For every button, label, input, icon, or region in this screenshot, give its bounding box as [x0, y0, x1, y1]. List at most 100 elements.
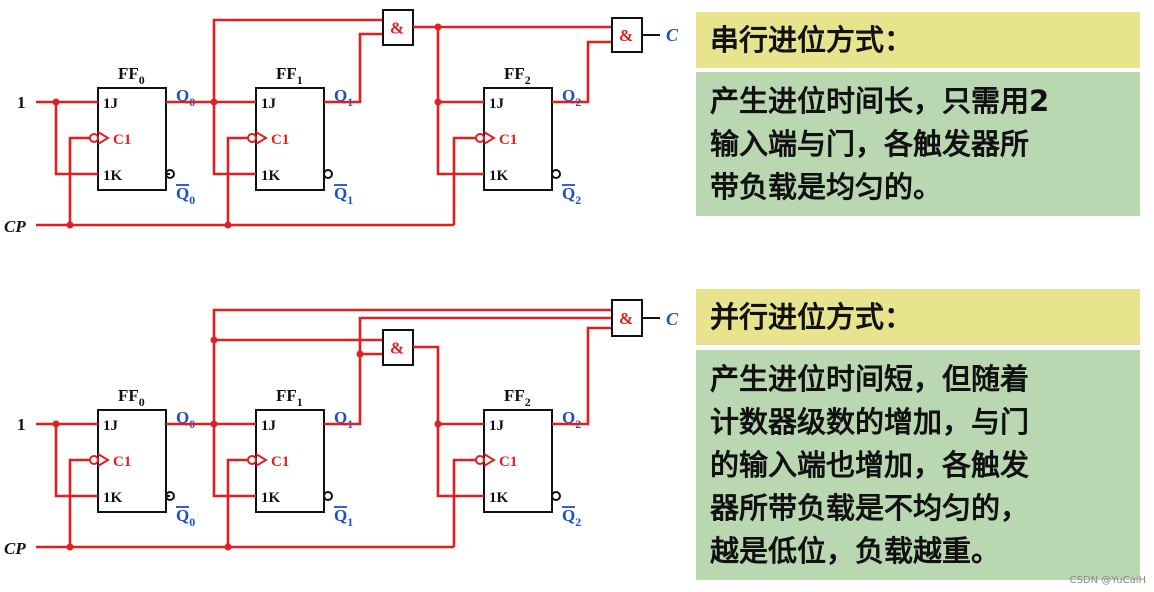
clock-input-label: CP: [4, 217, 26, 236]
qbar-bubble-ff1: [323, 169, 333, 179]
q-label-ff0: Q0: [176, 86, 195, 109]
wire-clock-ff0: [68, 136, 90, 225]
clock-bubble-ff2: [475, 455, 485, 465]
parallel-title: 并行进位方式：: [696, 289, 1140, 345]
pin-c-ff1: C1: [271, 454, 289, 470]
serial-line-3: 带负载是均匀的。: [710, 170, 943, 204]
qbar-label-ff2: Q2: [562, 506, 581, 529]
and-gate-1-label: &: [390, 339, 404, 358]
clock-triangle-ff1: [255, 453, 268, 467]
and-gate-1-label: &: [390, 19, 404, 38]
flipflop-ff0: [97, 409, 167, 513]
wire-q0-k1: [212, 424, 256, 498]
clock-triangle-ff2: [483, 453, 496, 467]
clock-input-label: CP: [4, 539, 26, 558]
parallel-line-3: 的输入端也增加，各触发: [710, 448, 1030, 482]
pin-k-ff0: 1K: [103, 168, 123, 184]
flipflop-ff2: [483, 87, 553, 191]
wire-carry-k2: [436, 424, 484, 498]
flipflop-ff0-label: FF0: [118, 64, 145, 87]
pin-j-ff1: 1J: [261, 96, 277, 112]
carry-output-label: C: [666, 309, 679, 329]
wire-q1-gate2: [324, 316, 612, 426]
wire-q2-gate2: [552, 40, 612, 104]
serial-title: 串行进位方式：: [696, 12, 1140, 68]
wire-clock-ff2: [452, 458, 476, 547]
clock-bubble-ff2: [475, 133, 485, 143]
wire-input-k0: [54, 424, 98, 498]
wire-q0-gate2: [212, 308, 612, 424]
wire-q2-gate2: [552, 326, 612, 426]
wire-clock-ff1: [226, 136, 248, 225]
flipflop-ff0-label: FF0: [118, 386, 145, 409]
clock-bubble-ff1: [247, 455, 257, 465]
and-gate-2: [611, 299, 643, 337]
clock-bubble-ff0: [89, 133, 99, 143]
serial-line-1: 产生进位时间长，只需用2: [710, 84, 1050, 118]
wire-q0-k1: [212, 102, 256, 176]
q-label-ff2: Q2: [562, 86, 581, 109]
pin-j-ff2: 1J: [489, 418, 505, 434]
q-label-ff0: Q0: [176, 408, 195, 431]
and-gate-2-label: &: [619, 26, 633, 45]
parallel-line-1: 产生进位时间短，但随着: [710, 362, 1030, 396]
watermark: CSDN @YuCaiH: [1069, 575, 1146, 586]
clock-bubble-ff0: [89, 455, 99, 465]
qbar-bubble-ff1: [323, 491, 333, 501]
parallel-description: 产生进位时间短，但随着 计数器级数的增加，与门 的输入端也增加，各触发 器所带负…: [696, 350, 1140, 580]
pin-j-ff2: 1J: [489, 96, 505, 112]
pin-j-ff1: 1J: [261, 418, 277, 434]
q-label-ff1: Q1: [334, 86, 353, 109]
pin-j-ff0: 1J: [103, 418, 119, 434]
clock-triangle-ff2: [483, 131, 496, 145]
flipflop-ff2-label: FF2: [504, 64, 531, 87]
wire-clock-ff1: [226, 458, 248, 547]
pin-c-ff0: C1: [113, 132, 131, 148]
parallel-carry-circuit: FF01JC11KQ0Q0FF11JC11KQ1Q1FF21JC11KQ2Q21…: [4, 299, 679, 558]
pin-c-ff1: C1: [271, 132, 289, 148]
qbar-bubble-ff2: [551, 169, 561, 179]
qbar-label-ff0: Q0: [176, 184, 195, 207]
carry-output-label: C: [666, 25, 679, 45]
junction-q0-gate1: [210, 336, 218, 344]
pin-k-ff2: 1K: [489, 490, 509, 506]
wire-gate1-out: [413, 345, 440, 424]
pin-c-ff0: C1: [113, 454, 131, 470]
wire-input-k0: [54, 102, 98, 176]
wire-clock-ff0: [68, 458, 90, 547]
clock-bubble-ff1: [247, 133, 257, 143]
qbar-label-ff1: Q1: [334, 184, 353, 207]
wire-q0-gate1: [212, 18, 383, 102]
q-label-ff1: Q1: [334, 408, 353, 431]
clock-triangle-ff1: [255, 131, 268, 145]
pin-c-ff2: C1: [499, 454, 517, 470]
flipflop-ff2-label: FF2: [504, 386, 531, 409]
qbar-label-ff2: Q2: [562, 184, 581, 207]
pin-k-ff1: 1K: [261, 490, 281, 506]
qbar-label-ff0: Q0: [176, 506, 195, 529]
flipflop-ff1-label: FF1: [276, 64, 303, 87]
parallel-line-2: 计数器级数的增加，与门: [710, 405, 1030, 439]
pin-k-ff2: 1K: [489, 168, 509, 184]
serial-carry-circuit: FF01JC11KQ0Q0FF11JC11KQ1Q1FF21JC11KQ2Q21…: [4, 9, 679, 236]
parallel-line-5: 越是低位，负载越重。: [710, 534, 1001, 568]
serial-line-2: 输入端与门，各触发器所: [710, 127, 1030, 161]
clock-triangle-ff0: [97, 453, 110, 467]
wire-q1-gate1: [324, 32, 383, 104]
circuit-diagrams: FF01JC11KQ0Q0FF11JC11KQ1Q1FF21JC11KQ2Q21…: [4, 9, 679, 558]
wire-gate1-out: [413, 25, 440, 102]
pin-k-ff0: 1K: [103, 490, 123, 506]
flipflop-ff1-label: FF1: [276, 386, 303, 409]
pin-c-ff2: C1: [499, 132, 517, 148]
pin-k-ff1: 1K: [261, 168, 281, 184]
serial-description: 产生进位时间长，只需用2 输入端与门，各触发器所 带负载是均匀的。: [696, 72, 1140, 216]
wire-carry-k2: [436, 102, 484, 176]
qbar-bubble-ff2: [551, 491, 561, 501]
and-gate-2-label: &: [619, 309, 633, 328]
flipflop-ff2: [483, 409, 553, 513]
wire-clock-ff2: [452, 136, 476, 225]
input-one-label: 1: [17, 415, 26, 434]
qbar-label-ff1: Q1: [334, 506, 353, 529]
and-gate-2: [611, 17, 643, 53]
clock-triangle-ff0: [97, 131, 110, 145]
